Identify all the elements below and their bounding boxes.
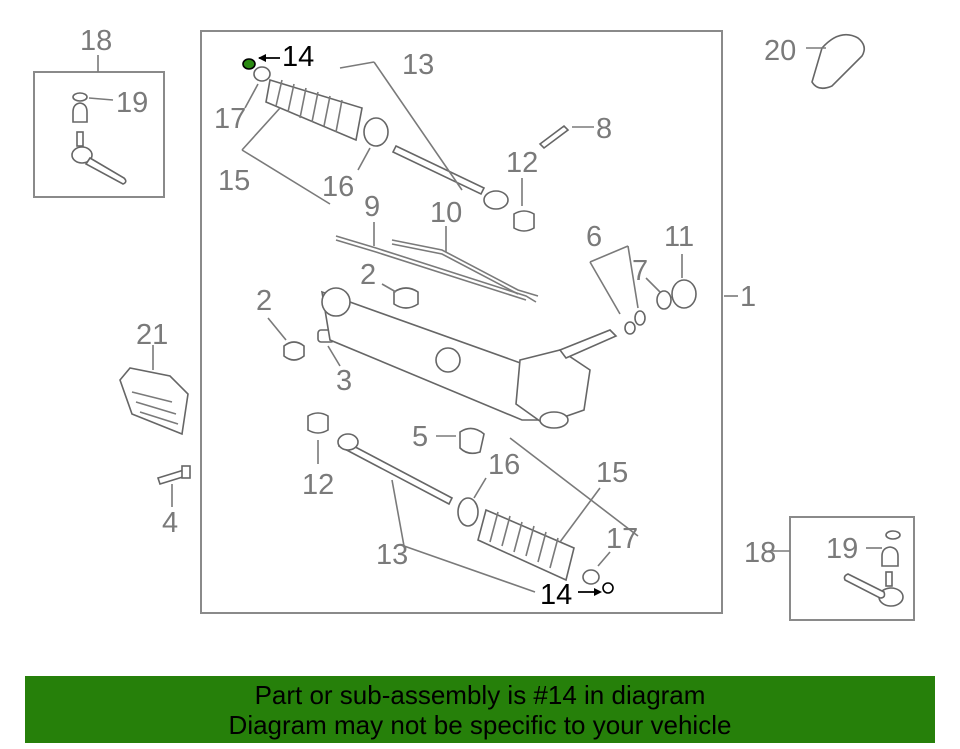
clamp-part-16-bottom <box>457 497 479 527</box>
hose-part-20 <box>811 33 866 90</box>
fitting-part-2-left <box>283 341 305 361</box>
rack-housing-part-1 <box>320 287 618 429</box>
callout-16-bottom: 16 <box>488 449 520 481</box>
callout-12-top: 12 <box>506 147 538 179</box>
bushing-part-17-top <box>253 66 271 82</box>
callout-15-bottom: 15 <box>596 457 628 489</box>
bushing-part-12-top <box>513 210 535 232</box>
callout-13-top: 13 <box>402 49 434 81</box>
banner-line-2: Diagram may not be specific to your vehi… <box>228 709 732 740</box>
cap-part-11 <box>671 279 697 309</box>
fitting-part-2-right <box>393 287 419 309</box>
callout-13-bottom: 13 <box>376 539 408 571</box>
callout-12-bottom: 12 <box>302 469 334 501</box>
outer-tie-rod-end-bottom <box>843 530 904 607</box>
callout-19-top-left: 19 <box>116 87 148 119</box>
callout-19-bottom-right: 19 <box>826 533 858 565</box>
callout-18-bottom-right: 18 <box>744 537 776 569</box>
callout-21: 21 <box>136 319 168 351</box>
callout-18-top-left: 18 <box>80 25 112 57</box>
callout-3: 3 <box>336 365 352 397</box>
callout-10: 10 <box>430 197 462 229</box>
clamp-part-16-top <box>363 117 389 147</box>
banner-line-1: Part or sub-assembly is #14 in diagram <box>254 679 706 710</box>
callout-5: 5 <box>412 421 428 453</box>
inner-tie-rod-top <box>391 144 486 196</box>
inner-tie-rod-bottom <box>337 438 454 506</box>
hydraulic-line-part-9 <box>335 235 537 303</box>
info-banner: Part or sub-assembly is #14 in diagram D… <box>25 676 935 743</box>
callout-8: 8 <box>596 113 612 145</box>
heat-shield-part-21 <box>119 367 189 436</box>
inset-box-top-left <box>33 71 165 198</box>
callout-17-top: 17 <box>214 103 246 135</box>
callout-17-bottom: 17 <box>606 523 638 555</box>
outer-tie-rod-end-top <box>71 92 127 185</box>
callout-1: 1 <box>740 281 756 313</box>
callout-6: 6 <box>586 221 602 253</box>
bushing-part-12-bottom <box>307 412 329 434</box>
callout-11: 11 <box>664 221 694 253</box>
callout-14-top: 14 <box>282 41 314 73</box>
callout-2-right: 2 <box>360 259 376 291</box>
bellows-boot-part-15-top <box>265 78 363 142</box>
seal-part-7 <box>656 290 672 310</box>
callout-16-top: 16 <box>322 171 354 203</box>
callout-2-left: 2 <box>256 285 272 317</box>
pin-part-8 <box>538 124 570 150</box>
boot-part-5 <box>459 427 485 455</box>
callout-9: 9 <box>364 191 380 223</box>
callout-4: 4 <box>162 507 178 539</box>
bellows-boot-part-15-bottom <box>477 508 575 582</box>
clamp-part-14-top-highlighted <box>242 58 256 70</box>
clamp-part-14-bottom <box>602 582 614 594</box>
callout-14-bottom: 14 <box>540 579 572 611</box>
main-assembly-frame <box>200 30 723 614</box>
callout-15-top: 15 <box>218 165 250 197</box>
bushing-part-17-bottom <box>582 569 600 585</box>
callout-20: 20 <box>764 35 796 67</box>
seal-part-6 <box>634 310 646 326</box>
callout-7: 7 <box>632 255 648 287</box>
inset-box-bottom-right <box>789 516 915 621</box>
bolt-part-4 <box>156 465 191 485</box>
hydraulic-line-part-10 <box>391 239 539 297</box>
